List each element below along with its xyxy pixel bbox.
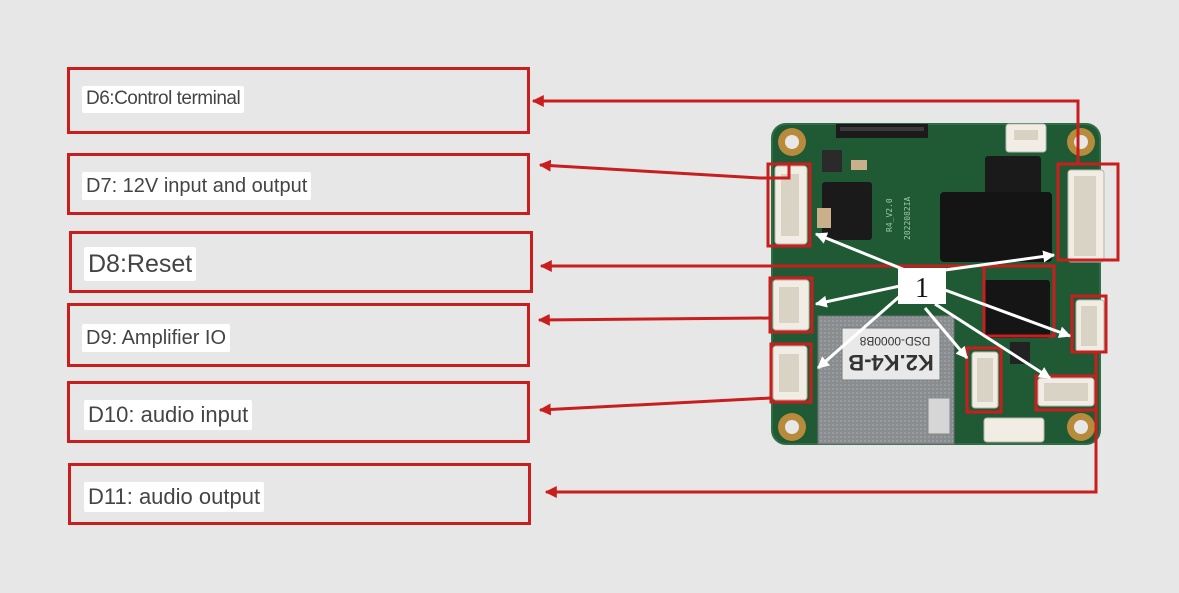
label-d11: D11: audio output: [84, 482, 265, 513]
label-d7: D7: 12V input and output: [82, 172, 312, 200]
svg-text:2022082IA: 2022082IA: [903, 196, 912, 240]
center-marker-label: 1: [915, 273, 929, 304]
pointer-arrows: [814, 232, 1072, 380]
label-box-d11: [68, 463, 531, 525]
label-d9: D9: Amplifier IO: [82, 324, 231, 352]
board-silkscreen-code: DSD-0000B8: [859, 334, 930, 348]
board-silkscreen-model: K2.K4-B: [848, 350, 934, 375]
leader-lines: [531, 95, 1098, 498]
label-d6: D6:Control terminal: [82, 86, 245, 113]
svg-text:R4_V2.0: R4_V2.0: [885, 198, 894, 232]
mounting-hole-icon: [778, 128, 1095, 441]
label-d8: D8:Reset: [84, 247, 197, 281]
label-d10: D10: audio input: [84, 400, 253, 431]
center-marker: 1: [898, 268, 946, 304]
